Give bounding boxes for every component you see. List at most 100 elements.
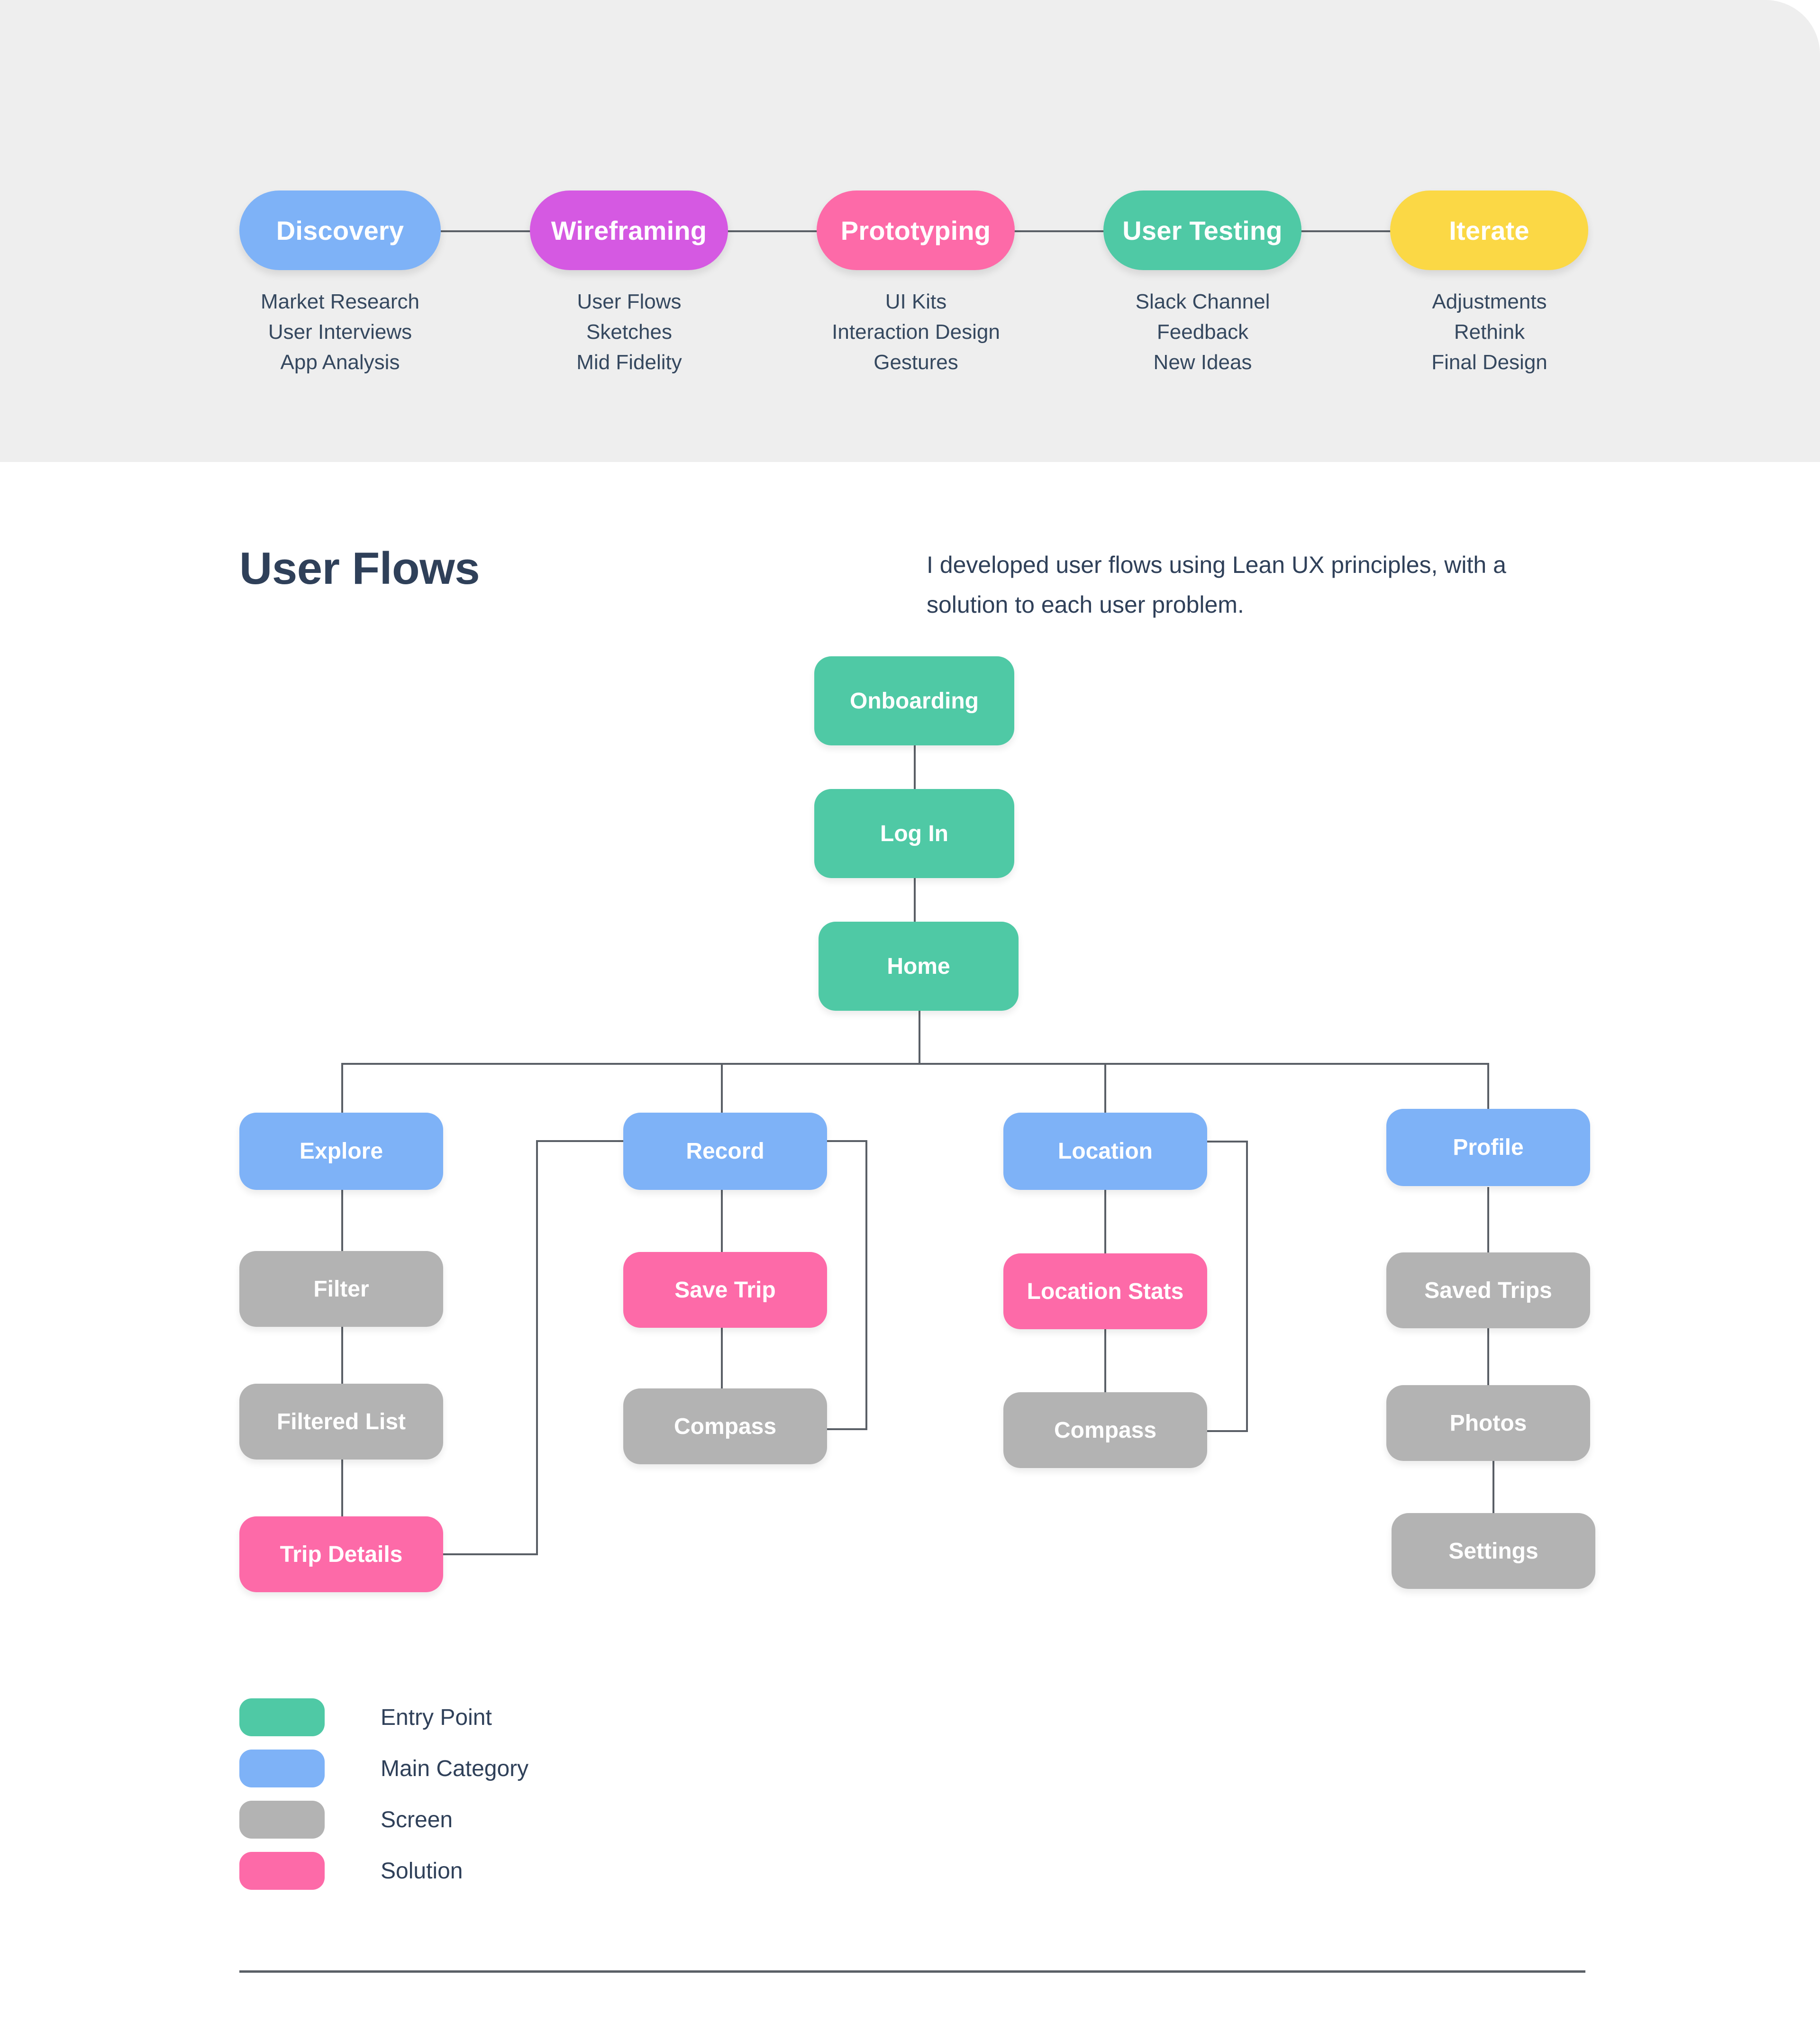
edge-save-trip-compass <box>721 1326 723 1390</box>
page-title: User Flows <box>239 543 480 594</box>
detail-line: Sketches <box>586 320 672 344</box>
edge-record-save-trip <box>721 1189 723 1254</box>
flow-node-filtered-list[interactable]: Filtered List <box>239 1384 443 1460</box>
edge-location-loop-bottom <box>1206 1430 1248 1432</box>
flow-node-settings[interactable]: Settings <box>1392 1513 1595 1589</box>
flow-node-label: Explore <box>299 1139 383 1164</box>
flow-node-label: Home <box>887 953 950 979</box>
flow-node-photos[interactable]: Photos <box>1386 1385 1590 1461</box>
process-stage-details-wireframing: User Flows Sketches Mid Fidelity <box>498 287 761 378</box>
process-connector-2 <box>728 230 818 232</box>
legend-swatch-main-category <box>239 1750 325 1787</box>
edge-location-stats-compass <box>1104 1328 1106 1394</box>
edge-bus-main <box>341 1063 1489 1065</box>
process-stage-label: Wireframing <box>551 215 707 245</box>
flow-node-label: Compass <box>1054 1417 1157 1443</box>
edge-location-loop-top <box>1206 1141 1248 1142</box>
flow-node-explore[interactable]: Explore <box>239 1113 443 1190</box>
edge-bus-location <box>1104 1063 1106 1115</box>
process-stage-label: Iterate <box>1449 215 1529 245</box>
process-stage-wireframing[interactable]: Wireframing <box>530 190 728 270</box>
process-connector-3 <box>1014 230 1104 232</box>
detail-line: App Analysis <box>280 351 400 374</box>
legend-label: Screen <box>381 1807 453 1832</box>
legend-item-main-category: Main Category <box>239 1743 528 1794</box>
process-stage-details-discovery: Market Research User Interviews App Anal… <box>209 287 472 378</box>
process-stage-details-iterate: Adjustments Rethink Final Design <box>1358 287 1621 378</box>
flow-node-login[interactable]: Log In <box>814 789 1014 878</box>
edge-filter-filtered-list <box>341 1325 343 1386</box>
detail-line: Gestures <box>874 351 958 374</box>
detail-line: User Flows <box>577 290 682 313</box>
section-description: I developed user flows using Lean UX pri… <box>927 552 1506 618</box>
process-stage-user-testing[interactable]: User Testing <box>1103 190 1301 270</box>
detail-line: Slack Channel <box>1135 290 1270 313</box>
flow-node-label: Filter <box>313 1276 369 1302</box>
flow-node-label: Photos <box>1449 1410 1527 1436</box>
detail-line: Feedback <box>1156 320 1249 344</box>
process-stage-label: User Testing <box>1122 215 1283 245</box>
flow-node-saved-trips[interactable]: Saved Trips <box>1386 1252 1590 1328</box>
edge-photos-settings <box>1492 1460 1494 1516</box>
flow-node-compass-record[interactable]: Compass <box>623 1388 827 1464</box>
detail-line: Adjustments <box>1432 290 1547 313</box>
process-connector-1 <box>441 230 531 232</box>
process-stage-prototyping[interactable]: Prototyping <box>817 190 1015 270</box>
flow-node-label: Saved Trips <box>1424 1278 1552 1303</box>
footer-divider <box>239 1970 1585 1973</box>
edge-record-loop-v <box>865 1140 867 1430</box>
flow-node-label: Record <box>686 1139 764 1164</box>
detail-line: Market Research <box>260 290 419 313</box>
detail-line: Final Design <box>1431 351 1547 374</box>
flow-node-label: Save Trip <box>674 1277 776 1303</box>
process-stage-details-user-testing: Slack Channel Feedback New Ideas <box>1071 287 1334 378</box>
edge-bus-explore <box>341 1063 343 1115</box>
flow-node-label: Trip Details <box>280 1541 403 1567</box>
flow-node-home[interactable]: Home <box>819 922 1019 1011</box>
edge-location-location-stats <box>1104 1189 1106 1255</box>
edge-trip-details-loop-v <box>536 1140 538 1554</box>
process-stage-label: Discovery <box>276 215 404 245</box>
process-stage-iterate[interactable]: Iterate <box>1390 190 1588 270</box>
edge-filtered-list-trip-details <box>341 1458 343 1552</box>
flow-node-label: Compass <box>673 1414 777 1439</box>
flow-node-record[interactable]: Record <box>623 1113 827 1190</box>
legend-item-screen: Screen <box>239 1794 528 1845</box>
edge-saved-trips-photos <box>1487 1326 1489 1387</box>
flow-node-profile[interactable]: Profile <box>1386 1109 1590 1186</box>
legend-swatch-solution <box>239 1852 325 1890</box>
flow-node-filter[interactable]: Filter <box>239 1251 443 1327</box>
flow-node-save-trip[interactable]: Save Trip <box>623 1252 827 1328</box>
flow-node-trip-details[interactable]: Trip Details <box>239 1516 443 1592</box>
flow-node-label: Filtered List <box>276 1409 406 1434</box>
detail-line: Rethink <box>1454 320 1525 344</box>
edge-bus-profile <box>1487 1063 1489 1113</box>
flow-node-location[interactable]: Location <box>1003 1113 1207 1190</box>
flow-node-compass-location[interactable]: Compass <box>1003 1392 1207 1468</box>
legend-item-entry-point: Entry Point <box>239 1692 528 1743</box>
edge-explore-filter <box>341 1189 343 1253</box>
legend-swatch-entry-point <box>239 1698 325 1736</box>
edge-record-loop-top <box>825 1140 867 1142</box>
flow-node-label: Onboarding <box>850 688 979 714</box>
process-connector-4 <box>1301 230 1391 232</box>
detail-line: Mid Fidelity <box>576 351 682 374</box>
edge-profile-saved-trips <box>1487 1187 1489 1253</box>
flow-node-label: Location Stats <box>1027 1278 1184 1304</box>
edge-trip-details-loop-h <box>441 1553 538 1555</box>
detail-line: New Ideas <box>1153 351 1252 374</box>
flow-node-label: Log In <box>880 821 948 846</box>
legend-label: Main Category <box>381 1756 529 1781</box>
edge-trip-details-loop-top <box>536 1140 626 1142</box>
edge-login-home <box>914 878 916 930</box>
process-stage-discovery[interactable]: Discovery <box>239 190 441 270</box>
process-stage-label: Prototyping <box>840 215 991 245</box>
flow-node-onboarding[interactable]: Onboarding <box>814 656 1014 745</box>
edge-onboarding-login <box>914 745 916 797</box>
edge-record-loop-bottom <box>825 1428 867 1430</box>
edge-location-loop-v <box>1246 1141 1248 1431</box>
legend-label: Solution <box>381 1858 463 1884</box>
flow-node-location-stats[interactable]: Location Stats <box>1003 1253 1207 1329</box>
legend: Entry Point Main Category Screen Solutio… <box>239 1692 528 1896</box>
detail-line: Interaction Design <box>832 320 1000 344</box>
